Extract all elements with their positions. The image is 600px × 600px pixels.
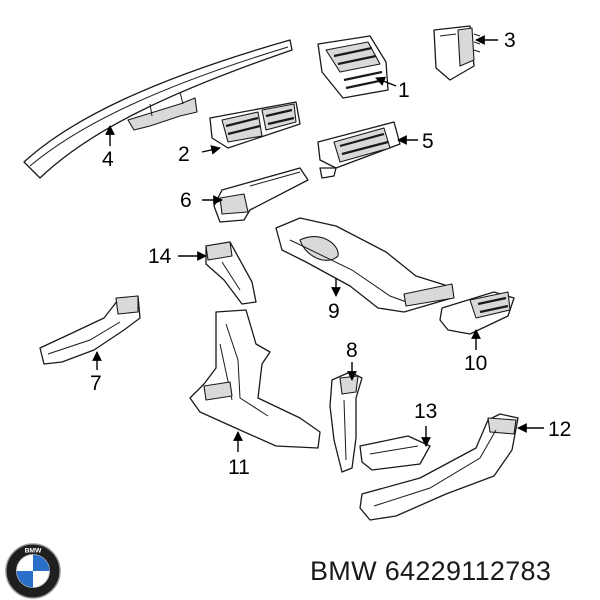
part-14-bent-duct[interactable] — [205, 241, 257, 305]
part-3-side-vent[interactable] — [433, 25, 481, 81]
part-number: 64229112783 — [384, 556, 552, 586]
svg-text:BMW: BMW — [25, 548, 42, 555]
part-6-short-duct[interactable] — [213, 167, 309, 223]
callout-12: 12 — [548, 418, 571, 441]
callout-13: 13 — [414, 400, 437, 423]
part-7-left-duct[interactable] — [39, 295, 141, 365]
callout-2: 2 — [178, 143, 190, 166]
callout-9: 9 — [328, 300, 340, 323]
part-caption: BMW 64229112783 — [310, 556, 551, 587]
part-9-floor-duct[interactable] — [275, 217, 455, 313]
callout-7: 7 — [90, 372, 102, 395]
callout-8: 8 — [346, 339, 358, 362]
callout-6: 6 — [180, 189, 192, 212]
part-4-dash-duct[interactable] — [23, 39, 293, 179]
part-1-vent-outlet[interactable] — [317, 35, 389, 99]
callout-labels: 1 2 3 4 5 6 7 8 9 10 11 12 13 14 — [90, 29, 571, 479]
callout-3: 3 — [504, 29, 516, 52]
callout-10: 10 — [464, 352, 487, 375]
part-12-lower-duct[interactable] — [359, 413, 519, 521]
callout-11: 11 — [228, 456, 250, 479]
bmw-logo-icon: BMW — [5, 543, 61, 599]
callout-1: 1 — [398, 79, 410, 102]
callout-5: 5 — [422, 130, 434, 153]
callout-14: 14 — [148, 245, 172, 268]
part-11-console-duct[interactable] — [189, 309, 321, 449]
callout-leaders — [92, 35, 544, 452]
part-2-center-vents[interactable] — [209, 101, 301, 149]
brand-name: BMW — [310, 556, 377, 586]
part-13-flat-piece[interactable] — [359, 435, 431, 471]
part-5-right-vent[interactable] — [317, 121, 401, 179]
part-10-rear-vent[interactable] — [439, 291, 515, 335]
callout-4: 4 — [102, 148, 114, 171]
part-8-pillar-duct[interactable] — [329, 371, 363, 473]
